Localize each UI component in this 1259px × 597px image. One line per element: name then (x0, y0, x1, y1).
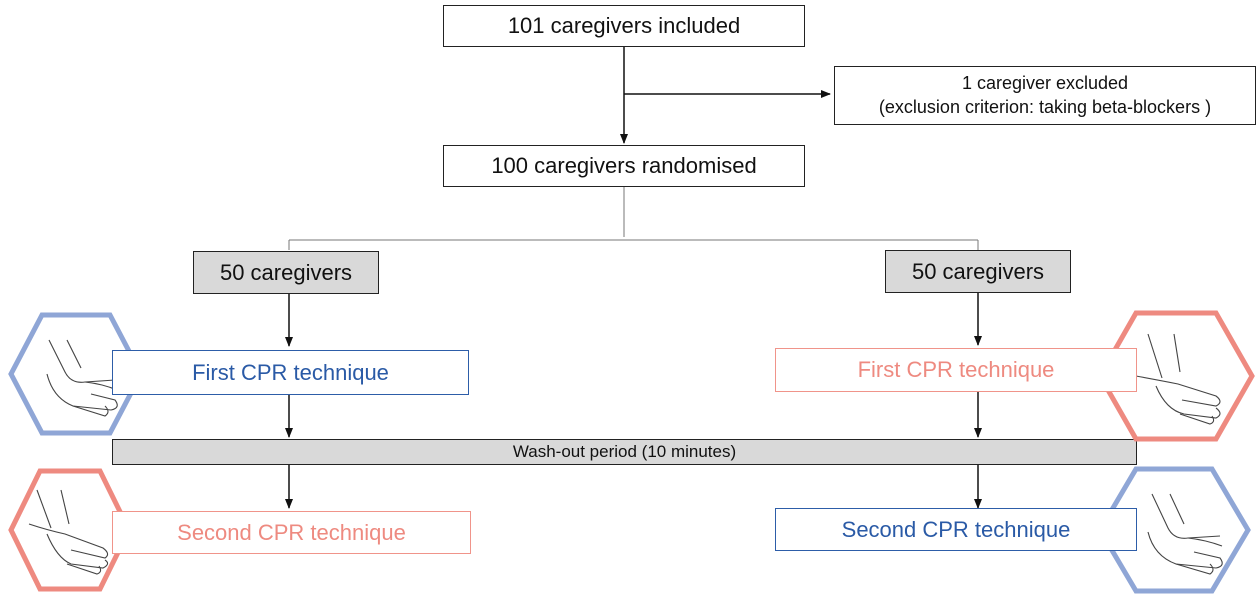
left-second-technique-box: Second CPR technique (112, 511, 471, 554)
included-label: 101 caregivers included (507, 13, 741, 38)
randomised-box: 100 caregivers randomised (443, 145, 805, 187)
washout-bar: Wash-out period (10 minutes) (112, 439, 1137, 465)
right-second-technique-box: Second CPR technique (775, 508, 1137, 551)
right-group-label: 50 caregivers (911, 258, 1045, 284)
left-group-label: 50 caregivers (219, 259, 353, 285)
left-first-technique-label: First CPR technique (192, 359, 389, 385)
included-box: 101 caregivers included (443, 5, 805, 47)
hand-technique-red-icon (8, 468, 132, 592)
excluded-box: 1 caregiver excluded (exclusion criterio… (834, 66, 1256, 125)
randomised-label: 100 caregivers randomised (491, 153, 757, 178)
right-second-technique-label: Second CPR technique (841, 516, 1071, 542)
left-second-technique-label: Second CPR technique (177, 519, 406, 545)
left-group-box: 50 caregivers (193, 251, 379, 294)
hand-technique-blue-icon (8, 312, 144, 436)
excluded-line2: (exclusion criterion: taking beta-blocke… (878, 96, 1212, 117)
right-group-box: 50 caregivers (885, 250, 1071, 293)
right-first-technique-label: First CPR technique (857, 357, 1055, 382)
left-first-technique-box: First CPR technique (112, 350, 469, 395)
excluded-line1: 1 caregiver excluded (961, 73, 1129, 94)
right-first-technique-box: First CPR technique (775, 348, 1137, 392)
washout-label: Wash-out period (10 minutes) (512, 442, 737, 461)
